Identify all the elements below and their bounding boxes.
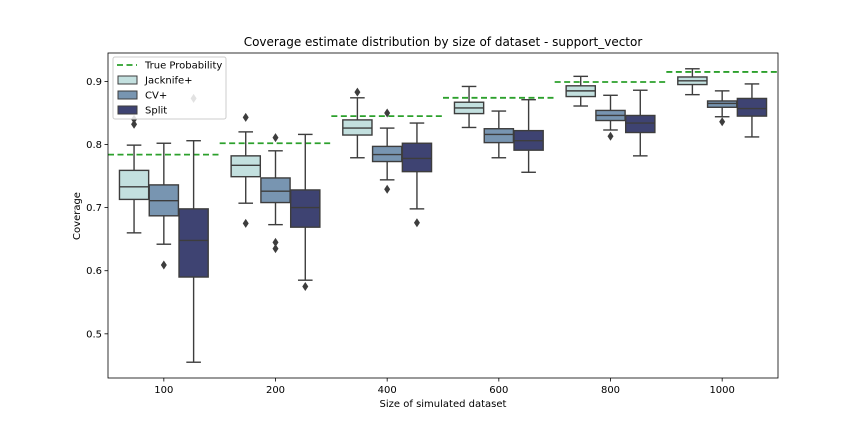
legend-label-Split: Split (145, 106, 167, 117)
box-body (260, 177, 291, 204)
plot-frame (107, 52, 779, 379)
chart-title: Coverage estimate distribution by size o… (244, 35, 643, 49)
box-body (118, 169, 150, 201)
outlier-marker (384, 108, 391, 118)
legend-frame (112, 56, 227, 120)
box-Split-1000 (736, 83, 768, 138)
box-body (736, 97, 768, 117)
y-tick-label: 0.5 (86, 329, 102, 340)
x-tick-label: 600 (489, 385, 508, 396)
legend-swatch-Jacknife+ (117, 75, 138, 85)
box-Jacknife+-400 (342, 87, 373, 159)
box-body (230, 155, 262, 178)
outlier-marker (242, 112, 249, 122)
box-CV+-1000 (706, 90, 738, 127)
box-CV+-200 (260, 133, 291, 254)
x-tick-label: 800 (601, 385, 620, 396)
outlier-marker (413, 218, 420, 228)
box-CV+-800 (595, 94, 626, 141)
outlier-marker (384, 184, 391, 194)
box-Split-600 (513, 98, 544, 173)
y-tick-label: 0.9 (86, 77, 102, 88)
legend-swatch-Split (117, 105, 138, 115)
x-tick-label: 200 (266, 385, 285, 396)
box-CV+-600 (483, 110, 515, 159)
x-tick-label: 100 (154, 385, 173, 396)
y-tick-label: 0.8 (86, 140, 102, 151)
legend-swatch-CV+ (117, 90, 138, 100)
box-Jacknife+-200 (230, 112, 262, 228)
outlier-marker (719, 117, 726, 127)
box-body (401, 142, 433, 173)
box-Split-800 (624, 89, 656, 157)
legend-label-Jacknife+: Jacknife+ (144, 76, 193, 87)
outlier-marker (272, 244, 279, 254)
outlier-marker (272, 237, 279, 247)
box-Split-100 (178, 93, 209, 363)
legend-label-CV+: CV+ (145, 91, 167, 102)
box-Split-400 (401, 122, 433, 228)
box-body (289, 189, 321, 228)
box-body (624, 114, 656, 134)
box-Jacknife+-600 (453, 85, 485, 129)
y-tick-label: 0.7 (86, 203, 102, 214)
x-axis-label: Size of simulated dataset (380, 399, 507, 410)
outlier-marker (272, 133, 279, 143)
outlier-marker (160, 260, 167, 270)
outlier-marker (607, 131, 614, 141)
box-CV+-100 (148, 142, 180, 270)
box-CV+-400 (371, 108, 403, 194)
box-Jacknife+-1000 (677, 68, 708, 96)
plot-area (108, 68, 778, 363)
y-tick-label: 0.6 (86, 266, 102, 277)
legend-label-true-probability: True Probability (144, 61, 222, 72)
outlier-marker (302, 281, 309, 291)
x-tick-label: 400 (378, 385, 397, 396)
box-Jacknife+-100 (118, 114, 150, 234)
outlier-marker (242, 218, 249, 228)
box-body (178, 208, 209, 278)
outlier-marker (354, 87, 361, 97)
x-tick-label: 1000 (709, 385, 734, 396)
box-Split-200 (289, 133, 321, 291)
outlier-marker (131, 119, 138, 129)
box-body (483, 128, 515, 144)
box-Jacknife+-800 (565, 75, 597, 107)
y-axis-label: Coverage (72, 192, 83, 240)
axes: 0.5 0.6 0.7 0.8 0.9 100 200 400 600 800 1000 (86, 77, 735, 396)
